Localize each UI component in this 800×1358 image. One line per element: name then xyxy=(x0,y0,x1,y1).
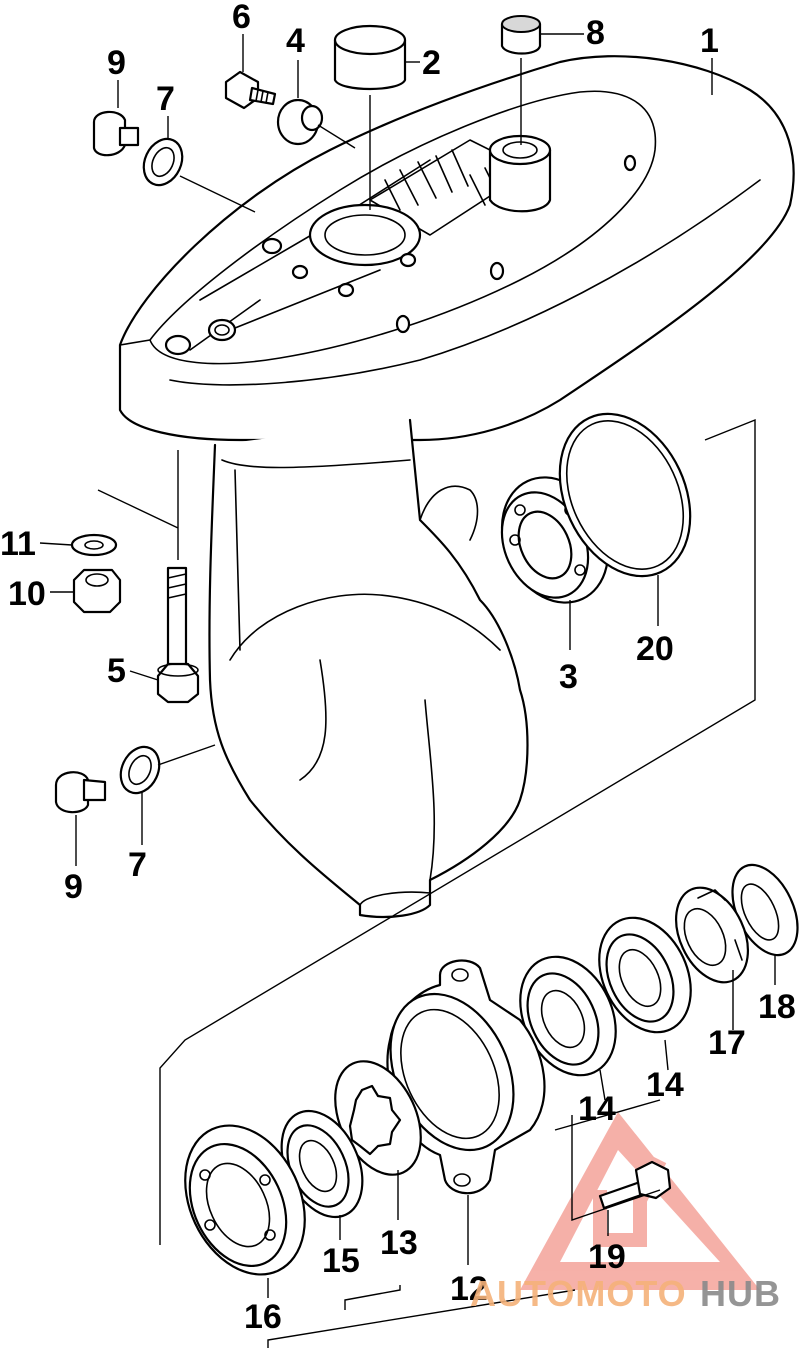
leader-bolt-stud xyxy=(97,450,179,560)
callout-11: 11 xyxy=(0,525,36,563)
part-7-washer-upper xyxy=(142,137,256,213)
callout-12: 12 xyxy=(450,1270,488,1308)
part-5-stud-bolt xyxy=(156,566,200,704)
callout-9-upper: 9 xyxy=(107,44,126,82)
callout-14-b: 14 xyxy=(646,1066,684,1104)
part-14-bearing-a xyxy=(598,916,692,1034)
lower-leaders xyxy=(267,970,734,1348)
callout-15: 15 xyxy=(322,1242,360,1280)
watermark-text-automoto: AUTOMOTO xyxy=(470,1273,687,1314)
part-9-plug-lower xyxy=(54,771,107,814)
callout-7-upper: 7 xyxy=(156,80,175,118)
callout-2: 2 xyxy=(422,44,441,82)
callout-3: 3 xyxy=(559,658,578,696)
callout-20: 20 xyxy=(636,630,674,668)
callout-1: 1 xyxy=(700,22,719,60)
part-16-bearing xyxy=(184,1124,306,1276)
callout-16: 16 xyxy=(244,1298,282,1336)
part-19-bolt xyxy=(598,1160,672,1210)
part-4-grommet xyxy=(276,98,356,149)
watermark-text-hub: HUB xyxy=(700,1273,781,1314)
callout-17: 17 xyxy=(708,1024,746,1062)
part-15-bearing xyxy=(280,1109,364,1219)
callout-10: 10 xyxy=(8,575,46,613)
callout-7-lower: 7 xyxy=(128,846,147,884)
assembly-leader-frame xyxy=(159,418,756,1245)
part-6-bolt xyxy=(224,70,277,110)
part-2-grommet xyxy=(333,24,407,210)
callout-19: 19 xyxy=(588,1238,626,1276)
callout-13: 13 xyxy=(380,1224,418,1262)
watermark-text: AUTOMOTO HUB xyxy=(470,1273,781,1314)
part-20-o-ring xyxy=(558,412,692,578)
callout-18: 18 xyxy=(758,988,796,1026)
callout-14-a: 14 xyxy=(578,1090,616,1128)
part-8-sleeve xyxy=(500,15,542,145)
callout-6: 6 xyxy=(232,0,251,36)
callout-9-lower: 9 xyxy=(64,868,83,906)
part-7-washer-lower xyxy=(119,744,216,795)
water-slots xyxy=(384,149,501,211)
part-10-nut xyxy=(72,568,122,614)
part-18-washer xyxy=(731,863,799,957)
callout-5: 5 xyxy=(107,652,126,690)
part-12-bearing-carrier xyxy=(386,959,546,1195)
part-11-washer xyxy=(70,533,118,557)
callout-4: 4 xyxy=(286,22,305,60)
callout-8: 8 xyxy=(586,14,605,52)
watermark-logo xyxy=(520,1112,760,1290)
gearcase-housing xyxy=(118,55,795,919)
part-13-lock-washer xyxy=(334,1060,422,1176)
part-9-plug-upper xyxy=(92,110,140,157)
